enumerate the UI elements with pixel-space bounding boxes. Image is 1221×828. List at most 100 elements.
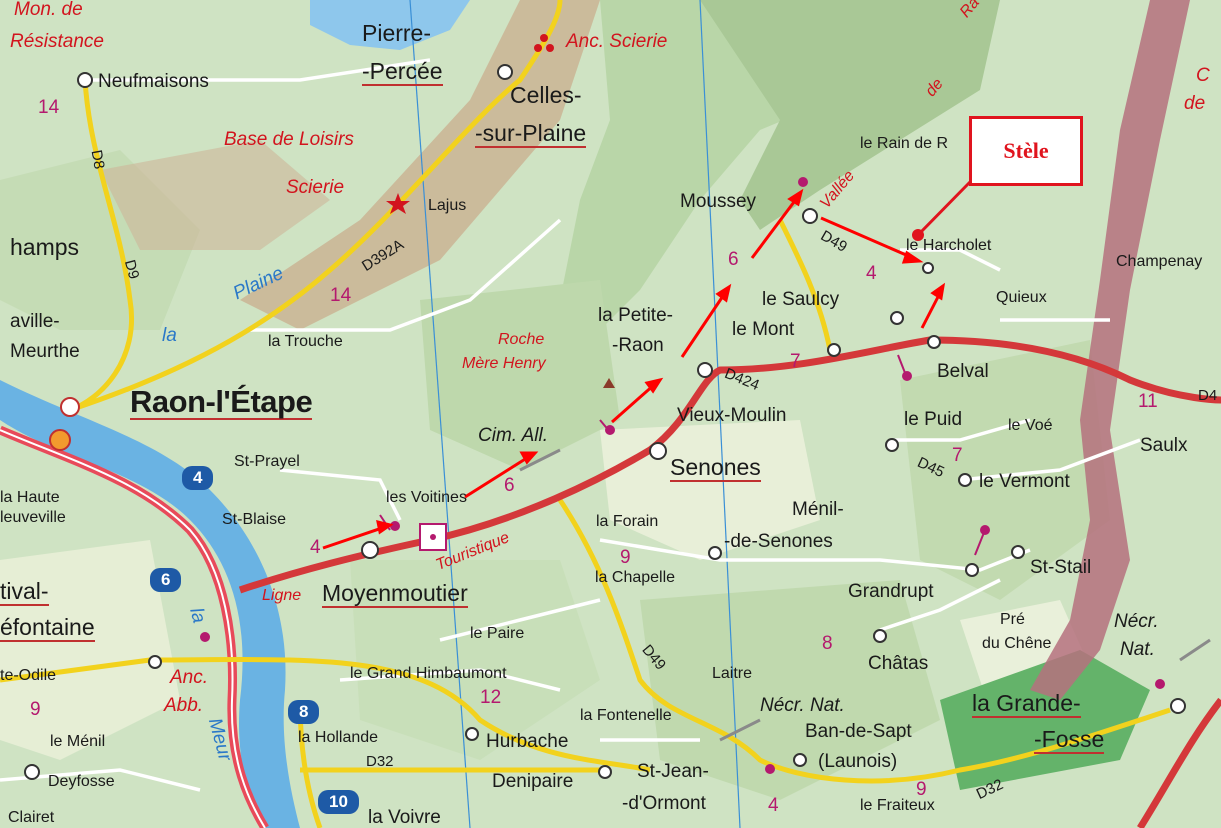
town-moussey: Moussey: [680, 191, 757, 212]
distance-label: 9: [620, 547, 631, 568]
town-saulx: Saulx: [1140, 435, 1188, 456]
town-la-haute-1: la Haute: [0, 489, 60, 506]
town-senones: Senones: [670, 454, 761, 482]
town-pierre-percee-2: -Percée: [362, 58, 443, 86]
town-pre-du-chene-1: Pré: [1000, 611, 1025, 628]
motorway-badge-6: 6: [150, 568, 182, 592]
town-raon-l-etape: Raon-l'Étape: [130, 384, 313, 420]
town-la-haute-2: leuveville: [0, 509, 66, 526]
town-ban-de-sapt-2: (Launois): [818, 751, 898, 772]
distance-label: 12: [480, 687, 502, 708]
grid-line: [699, 0, 741, 828]
town-ban-de-sapt-1: Ban-de-Sapt: [805, 721, 912, 742]
river-la: la: [162, 325, 177, 346]
town-st-blaise: St-Blaise: [222, 511, 287, 528]
distance-label: 9: [916, 779, 927, 800]
town-la-petite-raon-1: la Petite-: [598, 305, 673, 326]
poi-roche-1: Roche: [498, 331, 545, 348]
road-d9: D9: [120, 258, 143, 281]
town-denipaire: Denipaire: [492, 771, 574, 792]
secondary-roads: [0, 0, 1171, 828]
poi-monument-2: Résistance: [10, 31, 104, 52]
town-neufmaisons: Neufmaisons: [98, 71, 209, 92]
town-menil-1: Ménil-: [792, 499, 844, 520]
distance-label: 14: [38, 97, 60, 118]
poi-anc-abb-1: Anc.: [170, 667, 209, 688]
town-champs: hamps: [10, 234, 80, 260]
poi-roche-2: Mère Henry: [462, 355, 546, 372]
stele-callout-label: Stèle: [1003, 138, 1049, 163]
poi-anc-abb-2: Abb.: [164, 695, 204, 716]
town-laitre: Laitre: [712, 665, 753, 682]
town-menil-2: -de-Senones: [724, 531, 833, 552]
town-la-voivre: la Voivre: [368, 807, 441, 828]
distance-label: 8: [822, 633, 833, 654]
town-ste-odile: te-Odile: [0, 667, 57, 684]
town-la-hollande: la Hollande: [298, 729, 379, 746]
town-le-fraiteux: le Fraiteux: [860, 797, 935, 814]
town-celles-1: Celles-: [510, 82, 582, 108]
road-d4: D4: [1198, 387, 1218, 404]
town-pre-du-chene-2: du Chêne: [982, 635, 1052, 652]
town-etival-2: éfontaine: [0, 614, 95, 642]
poi-base-de-loisirs: Base de Loisirs: [224, 129, 354, 150]
town-la-petite-raon-2: -Raon: [612, 335, 664, 356]
town-le-mont: le Mont: [732, 319, 795, 340]
town-laville-2: Meurthe: [10, 341, 80, 362]
distance-label: 9: [30, 699, 41, 720]
town-la-grande-fosse-2: -Fosse: [1034, 726, 1105, 754]
town-la-chapelle: la Chapelle: [595, 569, 676, 586]
town-st-jean-1: St-Jean-: [637, 761, 709, 782]
distance-label: 4: [310, 537, 321, 558]
poi-c: C: [1196, 65, 1210, 86]
town-les-voitines: les Voitines: [386, 489, 467, 506]
town-etival-1: tival-: [0, 578, 49, 606]
ridge: [240, 0, 600, 330]
town-le-rain: le Rain de R: [860, 135, 949, 152]
stele-callout: Stèle: [969, 116, 1083, 186]
town-lajus: Lajus: [428, 197, 467, 214]
town-le-grand-himbaumont: le Grand Himbaumont: [350, 665, 507, 682]
town-le-saulcy: le Saulcy: [762, 289, 840, 310]
poi-cim-all: Cim. All.: [478, 425, 549, 446]
town-st-jean-2: -d'Ormont: [622, 793, 706, 814]
lake: [310, 0, 470, 50]
town-grandrupt: Grandrupt: [848, 581, 934, 602]
town-la-fontenelle: la Fontenelle: [580, 707, 672, 724]
town-le-paire: le Paire: [470, 625, 525, 642]
town-le-vermont: le Vermont: [979, 471, 1070, 492]
scierie-star-icon: [386, 193, 410, 214]
necr-nat-right-2: Nat.: [1120, 639, 1155, 660]
town-celles-2: -sur-Plaine: [475, 120, 587, 148]
town-la-grande-fosse-1: la Grande-: [972, 690, 1081, 718]
town-moyenmoutier: Moyenmoutier: [322, 580, 468, 608]
town-markers: [24, 64, 1186, 780]
callout-pointer: [916, 180, 972, 237]
road-d32-west: D32: [366, 753, 394, 770]
river-meurthe: [0, 380, 300, 828]
distance-label: 7: [790, 351, 801, 372]
poi-de-right: de: [1184, 93, 1206, 114]
town-belval: Belval: [937, 361, 989, 382]
distance-label: 6: [504, 475, 515, 496]
town-la-forain: la Forain: [596, 513, 659, 530]
railway: [519, 448, 1211, 742]
distance-label: 14: [330, 285, 352, 306]
route-arrows: [322, 188, 946, 550]
distance-label: 11: [1138, 391, 1158, 412]
anc-scierie-icon: [534, 34, 554, 52]
town-deyfosse: Deyfosse: [48, 773, 115, 790]
distance-label: 4: [768, 795, 779, 816]
town-clairet: Clairet: [8, 809, 55, 826]
road-d8: D8: [87, 148, 108, 171]
town-quieux: Quieux: [996, 289, 1047, 306]
town-pierre-percee-1: Pierre-: [362, 20, 432, 46]
motorway-badge-8: 8: [288, 700, 320, 724]
town-le-menil: le Ménil: [50, 733, 106, 750]
town-la-trouche: la Trouche: [268, 333, 343, 350]
town-le-puid: le Puid: [904, 409, 963, 430]
distance-label: 4: [866, 263, 877, 284]
distance-label: 6: [728, 249, 739, 270]
distance-label: 7: [952, 445, 963, 466]
